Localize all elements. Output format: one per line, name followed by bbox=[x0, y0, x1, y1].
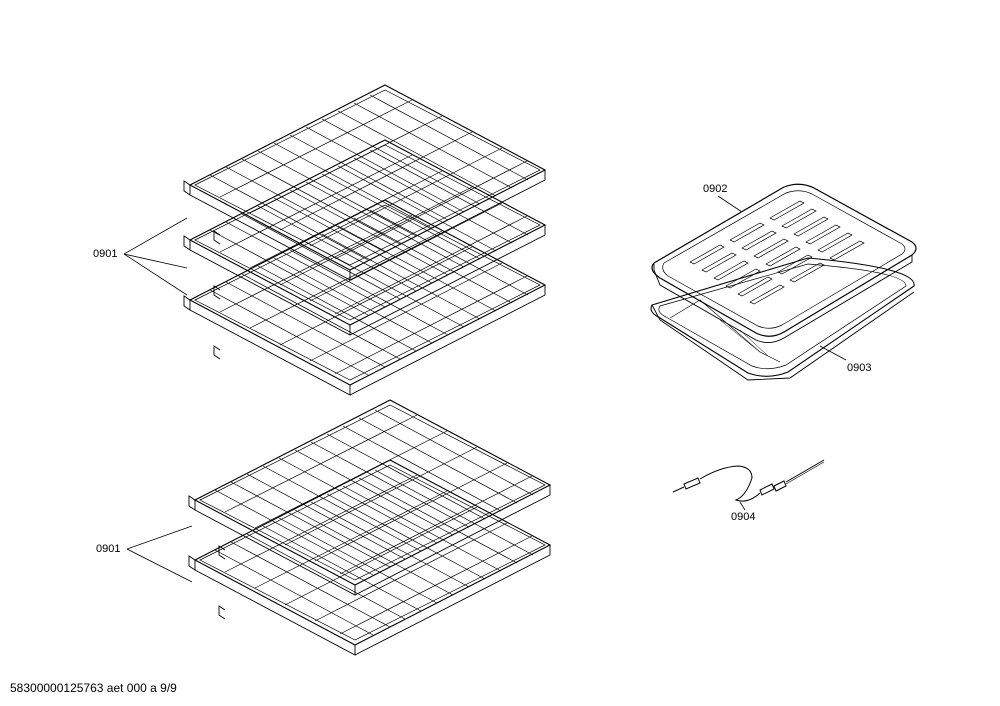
broil-pan bbox=[650, 257, 915, 381]
document-code: 58300000125763 aet 000 a 9/9 bbox=[10, 681, 177, 695]
leader-line-0902 bbox=[717, 195, 743, 213]
broil-grid bbox=[651, 183, 917, 343]
leader-line-0903 bbox=[819, 345, 847, 361]
rack-top-1 bbox=[183, 84, 546, 281]
callout-0901-top-racks: 0901 bbox=[93, 248, 118, 260]
callout-0901-bottom-racks: 0901 bbox=[96, 543, 121, 555]
leader-lines-0901-bottom bbox=[126, 525, 193, 583]
rack-top-2 bbox=[183, 139, 546, 336]
top-rack-stack bbox=[183, 84, 546, 396]
rack-bottom-2 bbox=[188, 459, 551, 656]
meat-probe bbox=[672, 459, 825, 511]
leader-line-0904 bbox=[739, 501, 746, 511]
rack-top-3 bbox=[183, 199, 546, 396]
callout-0904-meat-probe: 0904 bbox=[731, 511, 756, 523]
bottom-rack-stack bbox=[188, 399, 551, 656]
callout-0902-broil-grid: 0902 bbox=[703, 183, 728, 195]
leader-lines-0901-top bbox=[123, 217, 188, 296]
callout-0903-broil-pan: 0903 bbox=[847, 362, 872, 374]
rack-bottom-1 bbox=[188, 399, 551, 596]
